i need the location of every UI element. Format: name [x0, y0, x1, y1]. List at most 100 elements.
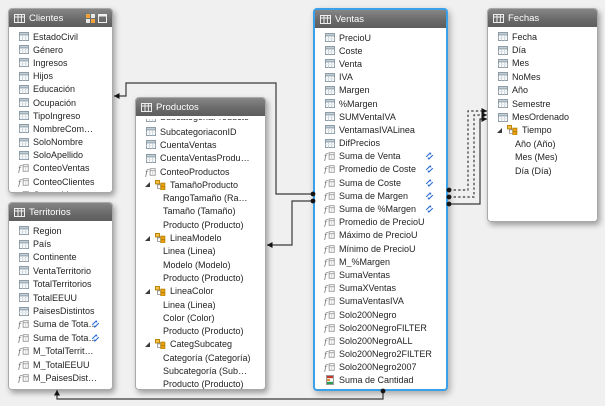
table-header-actions[interactable]	[86, 13, 107, 23]
relationship-line-ventas-to-productos[interactable]	[267, 200, 313, 246]
field-row[interactable]: %Margen	[315, 97, 446, 110]
hierarchy-level-row[interactable]: Producto (Producto)	[136, 218, 265, 231]
field-row[interactable]: CuentaVentas	[136, 138, 265, 151]
hierarchy-level-row[interactable]: Tamaño (Tamaño)	[136, 205, 265, 218]
field-row[interactable]: ƒConteoVentasCliente	[9, 188, 112, 192]
table-header[interactable]: Fechas	[488, 9, 597, 27]
create-relationship-icon[interactable]	[86, 13, 95, 23]
field-row[interactable]: Ocupación	[9, 96, 112, 109]
field-row[interactable]: Coste	[315, 44, 446, 57]
hierarchy-row[interactable]: LineaColor	[136, 285, 265, 298]
relationship-line-ventas-to-fechas-inactive-1[interactable]	[449, 110, 487, 191]
expand-triangle-icon[interactable]	[145, 182, 150, 188]
field-row[interactable]: SoloNombre	[9, 136, 112, 149]
expand-triangle-icon[interactable]	[145, 235, 150, 241]
field-row[interactable]: PrecioU	[315, 31, 446, 44]
field-row[interactable]: NombreCompleto	[9, 122, 112, 135]
field-row[interactable]: Hijos	[9, 70, 112, 83]
field-row[interactable]: ƒM_PaisesDistintos	[9, 371, 112, 384]
table-productos[interactable]: Productos SubcategoriaProductoSubcategor…	[135, 97, 266, 390]
expand-triangle-icon[interactable]	[145, 341, 150, 347]
hierarchy-level-row[interactable]: Categoría (Categoría)	[136, 351, 265, 364]
field-row[interactable]: EstadoCivil	[9, 30, 112, 43]
hierarchy-level-row[interactable]: Linea (Linea)	[136, 298, 265, 311]
hierarchy-level-row[interactable]: Linea (Linea)	[136, 245, 265, 258]
field-row[interactable]: TotalEEUU	[9, 291, 112, 304]
field-row[interactable]: PaisesDistintos	[9, 304, 112, 317]
field-row[interactable]: Mes	[488, 57, 597, 70]
hierarchy-row[interactable]: LineaModelo	[136, 231, 265, 244]
field-row[interactable]: Día	[488, 43, 597, 56]
field-row[interactable]: Margen	[315, 84, 446, 97]
field-row[interactable]: SubcategoriaconID	[136, 125, 265, 138]
field-row[interactable]: Año	[488, 84, 597, 97]
hierarchy-level-row[interactable]: RangoTamaño (Rango...	[136, 191, 265, 204]
field-row[interactable]: Fecha	[488, 30, 597, 43]
field-row[interactable]: Género	[9, 43, 112, 56]
hierarchy-level-row[interactable]: Subcategoría (Subcat...	[136, 364, 265, 377]
hierarchy-level-row[interactable]: Mes (Mes)	[488, 151, 597, 164]
field-row[interactable]: País	[9, 237, 112, 250]
field-row[interactable]: Venta	[315, 57, 446, 70]
field-row[interactable]: MesOrdenado	[488, 110, 597, 123]
relationship-line-ventas-to-territorios[interactable]	[56, 390, 384, 400]
relationship-line-ventas-to-fechas-active[interactable]	[449, 118, 487, 205]
hierarchy-level-row[interactable]: Día (Día)	[488, 164, 597, 177]
field-row[interactable]: Educación	[9, 83, 112, 96]
hierarchy-level-row[interactable]: Producto (Producto)	[136, 324, 265, 337]
table-header[interactable]: Productos	[136, 98, 265, 116]
hierarchy-level-row[interactable]: Color (Color)	[136, 311, 265, 324]
table-header[interactable]: Ventas	[315, 10, 446, 28]
field-row[interactable]: Ingresos	[9, 56, 112, 69]
maximize-icon[interactable]	[98, 13, 107, 23]
field-row[interactable]: SoloApellido	[9, 149, 112, 162]
field-row[interactable]: Region	[9, 224, 112, 237]
field-row[interactable]: DifPrecios	[315, 137, 446, 150]
field-row[interactable]: IVA	[315, 71, 446, 84]
hierarchy-row[interactable]: Tiempo	[488, 124, 597, 137]
expand-triangle-icon[interactable]	[497, 127, 502, 133]
field-row[interactable]: Semestre	[488, 97, 597, 110]
field-row[interactable]: TotalTerritorios	[9, 278, 112, 291]
relationship-line-ventas-to-fechas-inactive-2[interactable]	[449, 114, 487, 198]
hierarchy-row[interactable]: TamañoProducto	[136, 178, 265, 191]
field-row[interactable]: Suma de Cantidad	[315, 374, 446, 387]
field-row[interactable]: Continente	[9, 251, 112, 264]
field-row[interactable]: TipoIngreso	[9, 109, 112, 122]
field-row[interactable]: NoMes	[488, 70, 597, 83]
hierarchy-level-row[interactable]: Modelo (Modelo)	[136, 258, 265, 271]
hierarchy-level-row[interactable]: Año (Año)	[488, 137, 597, 150]
hierarchy-row[interactable]: CategSubcateg	[136, 338, 265, 351]
field-row[interactable]: VentaTerritorio	[9, 264, 112, 277]
table-header[interactable]: Clientes	[9, 9, 112, 27]
field-row[interactable]: CuentaVentasProducto	[136, 152, 265, 165]
expand-triangle-icon[interactable]	[145, 288, 150, 294]
hierarchy-level-row[interactable]: Producto (Producto)	[136, 271, 265, 284]
field-row[interactable]: VentamasIVALinea	[315, 123, 446, 136]
